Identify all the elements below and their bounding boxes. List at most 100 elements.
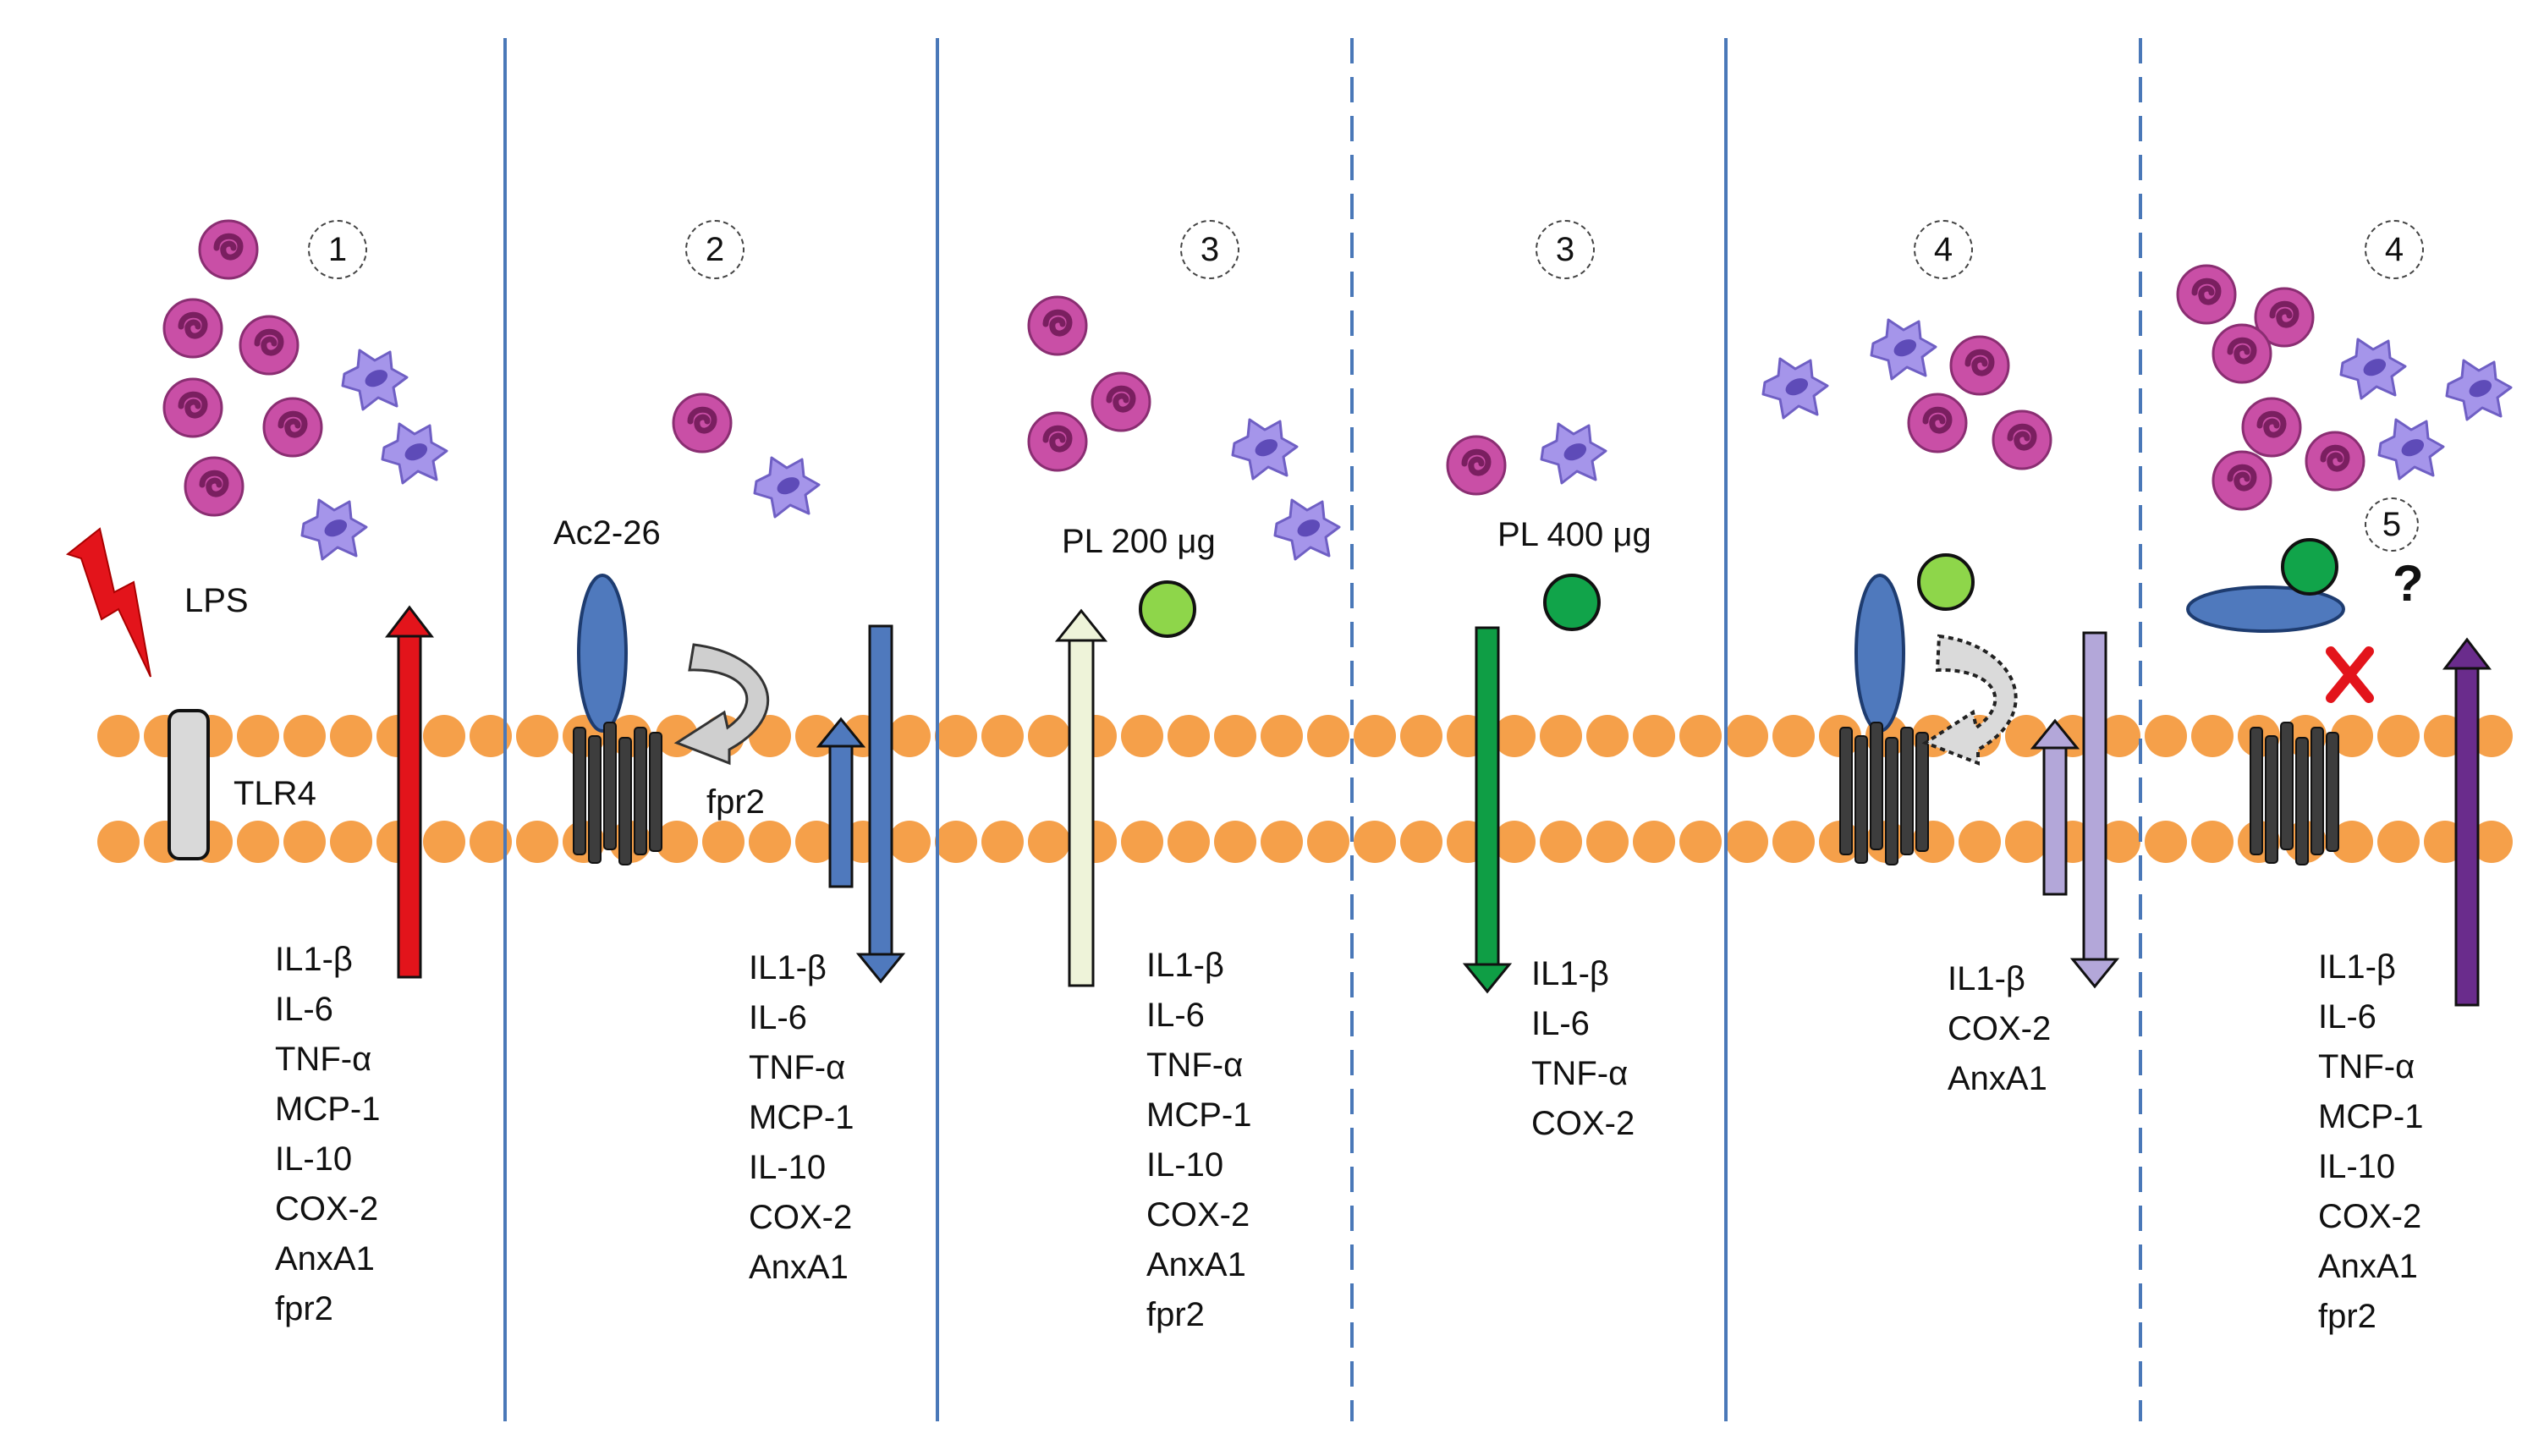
pl400-particle-5 [2281,538,2338,596]
membrane-lipid [1772,821,1815,863]
membrane-lipid [97,821,140,863]
membrane-lipid [888,715,931,757]
membrane-lipid [1586,821,1629,863]
membrane-lipid [1214,715,1256,757]
panel-number-1: 1 [308,220,367,279]
tlr4-receptor [168,709,210,860]
membrane-lipid [1214,821,1256,863]
dotted-curved-arrow-icon [1921,634,2018,766]
membrane-lipid [935,821,977,863]
membrane-lipid [1168,715,1210,757]
marker-label: AnxA1 [1948,1060,2047,1097]
membrane-lipid [470,715,512,757]
membrane-lipid [1307,715,1349,757]
marker-label: IL-6 [275,991,333,1028]
marker-label: AnxA1 [275,1240,375,1277]
marker-label: COX-2 [1531,1105,1635,1142]
marker-label: IL1-β [1146,947,1224,984]
membrane-lipid [2191,715,2234,757]
marker-label: IL1-β [749,949,827,986]
membrane-lipid [2098,715,2140,757]
marker-label: MCP-1 [2318,1098,2424,1135]
marker-label: TNF-α [749,1049,846,1086]
membrane-lipid [470,821,512,863]
membrane-lipid [1307,821,1349,863]
pl400-particle [1543,574,1601,631]
panel2-down-arrow [855,624,906,984]
marker-label: AnxA1 [2318,1248,2418,1285]
panel-number-3b: 3 [1536,220,1595,279]
membrane-lipid [656,821,698,863]
membrane-lipid [981,715,1024,757]
marker-label: IL-6 [749,999,807,1036]
tlr4-label: TLR4 [234,775,316,812]
lps-lightning-icon [65,527,151,678]
membrane-lipid [935,715,977,757]
panel4b-cells [2178,266,2513,509]
panel4a-down-arrow [2069,631,2120,989]
membrane-lipid [1121,715,1163,757]
marker-label: IL-10 [275,1140,353,1178]
membrane-lipid [981,821,1024,863]
membrane-lipid [2470,715,2513,757]
membrane-lipid [795,821,838,863]
membrane-lipid [1028,821,1070,863]
membrane-lipid [423,715,465,757]
panel4a-up-arrow [2030,718,2080,896]
marker-label: COX-2 [1948,1010,2052,1047]
panel-number-4a: 4 [1914,220,1973,279]
membrane-lipid [1726,715,1768,757]
membrane-lipid [330,715,372,757]
step-number-5: 5 [2365,497,2419,552]
marker-label: TNF-α [275,1041,372,1078]
panel4a-cells [1761,318,2051,469]
panel2-cells [673,394,821,519]
membrane-lipid [888,821,931,863]
membrane-lipid [1493,821,1536,863]
ac2-26-peptide [577,574,628,733]
marker-label: IL-10 [749,1149,827,1186]
membrane-lipid [2145,715,2187,757]
panel-number-3a: 3 [1180,220,1239,279]
marker-label: fpr2 [1146,1296,1205,1333]
membrane-lipid [1028,715,1070,757]
membrane-lipid [2098,821,2140,863]
membrane-lipid [1493,715,1536,757]
membrane-lipid [1354,715,1396,757]
marker-label: IL-10 [2318,1148,2396,1185]
membrane-lipid [237,715,279,757]
panel3b-down-arrow [1462,626,1513,994]
membrane-lipid [1540,715,1582,757]
marker-label: TNF-α [1146,1047,1244,1084]
membrane-lipid [1586,715,1629,757]
membrane-lipid [2005,821,2047,863]
panel-number-2: 2 [685,220,745,279]
membrane-lipid [2331,821,2373,863]
membrane-lipid [2331,715,2373,757]
marker-label: TNF-α [1531,1055,1629,1092]
panel1-up-arrow [384,605,435,979]
marker-label: MCP-1 [1146,1096,1252,1134]
marker-label: AnxA1 [749,1249,849,1286]
pl200-particle [1139,580,1196,638]
marker-label: IL-6 [1146,997,1205,1034]
ac2-26-peptide-4 [1854,574,1905,733]
membrane-lipid [1400,821,1442,863]
marker-label: IL1-β [2318,948,2396,986]
question-mark: ? [2393,555,2424,612]
membrane-lipid [1540,821,1582,863]
ac2-26-peptide-5 [2186,585,2345,633]
membrane-lipid [1400,715,1442,757]
panel1-cells [164,221,448,561]
marker-label: TNF-α [2318,1048,2415,1085]
membrane-lipid [749,821,791,863]
membrane-lipid [516,821,558,863]
membrane-lipid [1633,715,1675,757]
ac2-26-label: Ac2-26 [553,514,661,552]
panel2-up-arrow [816,717,866,888]
cell-membrane [97,715,2513,863]
membrane-lipid [97,715,140,757]
membrane-lipid [423,821,465,863]
